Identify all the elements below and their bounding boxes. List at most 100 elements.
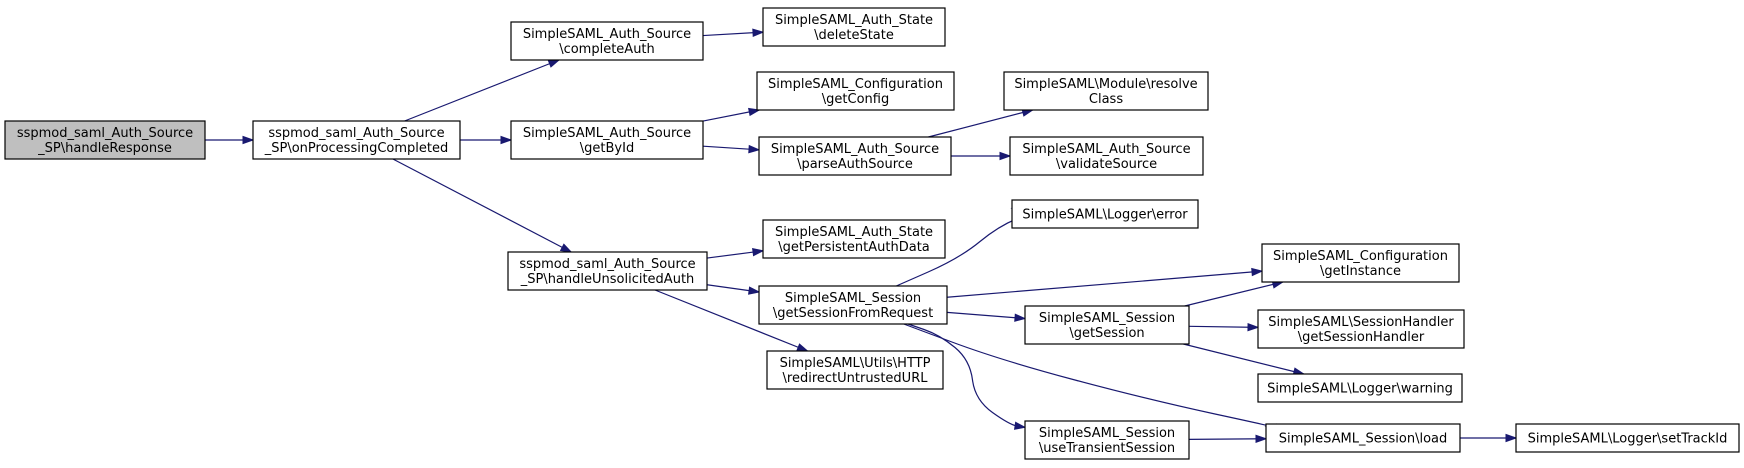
node-n15[interactable]: SimpleSAML_Session\useTransientSession xyxy=(1024,420,1190,460)
node-label-line: sspmod_saml_Auth_Source xyxy=(519,257,695,272)
node-label-line: \getConfig xyxy=(822,92,889,107)
edge-n9-n16 xyxy=(946,270,1263,298)
node-box[interactable] xyxy=(1261,243,1460,283)
node-n5[interactable]: SimpleSAML_Auth_State\deleteState xyxy=(762,7,946,47)
arrowhead-n2-n5 xyxy=(752,28,765,37)
node-box[interactable] xyxy=(1257,309,1465,349)
arrowhead-n4-n8 xyxy=(752,247,765,257)
node-label-line: \validateSource xyxy=(1056,157,1157,172)
node-label-line: \deleteState xyxy=(814,28,894,43)
node-n1[interactable]: sspmod_saml_Auth_Source_SP\onProcessingC… xyxy=(252,120,461,160)
node-n10[interactable]: SimpleSAML\Utils\HTTP\redirectUntrustedU… xyxy=(766,350,944,390)
node-box[interactable] xyxy=(4,120,206,160)
node-label-line: \parseAuthSource xyxy=(797,157,913,172)
node-n16[interactable]: SimpleSAML_Configuration\getInstance xyxy=(1261,243,1460,283)
node-box[interactable] xyxy=(756,71,955,111)
node-label-line: _SP\handleResponse xyxy=(37,141,172,156)
node-n8[interactable]: SimpleSAML_Auth_State\getPersistentAuthD… xyxy=(762,219,946,259)
arrowhead-n14-n17 xyxy=(1247,323,1260,332)
edge-n14-n18 xyxy=(1183,343,1304,375)
node-label-line: \getSession xyxy=(1069,326,1144,341)
node-n17[interactable]: SimpleSAML\SessionHandler\getSessionHand… xyxy=(1257,309,1465,349)
node-n4[interactable]: sspmod_saml_Auth_Source_SP\handleUnsolic… xyxy=(507,251,708,291)
node-box[interactable] xyxy=(1257,373,1463,403)
node-n12[interactable]: SimpleSAML_Auth_Source\validateSource xyxy=(1009,136,1204,176)
node-box[interactable] xyxy=(507,251,708,291)
node-label-line: SimpleSAML\Module\resolve xyxy=(1014,77,1197,92)
node-label-line: SimpleSAML_Auth_State xyxy=(775,13,933,28)
node-box[interactable] xyxy=(762,219,946,259)
node-n2[interactable]: SimpleSAML_Auth_Source\completeAuth xyxy=(510,21,704,61)
node-label-line: SimpleSAML_Configuration xyxy=(768,77,943,92)
node-n20[interactable]: SimpleSAML\Logger\setTrackId xyxy=(1515,423,1740,453)
edge-n4-n10 xyxy=(654,289,808,352)
node-label-line: SimpleSAML_Session xyxy=(1039,426,1175,441)
node-n0[interactable]: sspmod_saml_Auth_Source_SP\handleRespons… xyxy=(4,120,206,160)
node-label-line: \useTransientSession xyxy=(1039,441,1175,456)
node-label-line: SimpleSAML_Session xyxy=(1039,311,1175,326)
node-box[interactable] xyxy=(758,136,952,176)
node-label-line: \completeAuth xyxy=(559,42,655,57)
node-box[interactable] xyxy=(1024,305,1190,345)
node-label-line: _SP\onProcessingCompleted xyxy=(264,141,449,156)
arrowhead-n7-n12 xyxy=(999,151,1012,161)
node-box[interactable] xyxy=(1011,199,1199,229)
node-label-line: SimpleSAML_Session\load xyxy=(1279,432,1448,447)
arrowhead-n1-n3 xyxy=(500,135,513,145)
node-label-line: SimpleSAML\Logger\error xyxy=(1022,208,1188,223)
node-box[interactable] xyxy=(1265,423,1461,453)
node-label-line: \getSessionFromRequest xyxy=(773,306,933,321)
edge-n9-n19 xyxy=(903,323,1275,428)
arrowhead-n9-n14 xyxy=(1014,313,1027,322)
node-label-line: \getPersistentAuthData xyxy=(778,240,930,255)
node-label-line: Class xyxy=(1089,92,1123,107)
edges-layer xyxy=(205,28,1518,444)
node-label-line: SimpleSAML\Logger\setTrackId xyxy=(1528,432,1728,447)
node-box[interactable] xyxy=(1009,136,1204,176)
edge-n14-n17 xyxy=(1188,325,1259,328)
node-box[interactable] xyxy=(1003,71,1209,111)
arrowhead-n9-n16 xyxy=(1251,267,1264,277)
node-label-line: SimpleSAML_Auth_Source xyxy=(1022,142,1190,157)
node-label-line: SimpleSAML_Auth_Source xyxy=(523,126,691,141)
node-n13[interactable]: SimpleSAML\Logger\error xyxy=(1011,199,1199,229)
node-label-line: \getById xyxy=(580,141,634,156)
node-box[interactable] xyxy=(510,120,704,160)
arrowhead-n9-n15 xyxy=(1013,421,1027,430)
node-box[interactable] xyxy=(758,285,948,325)
node-n7[interactable]: SimpleSAML_Auth_Source\parseAuthSource xyxy=(758,136,952,176)
node-box[interactable] xyxy=(252,120,461,160)
node-n3[interactable]: SimpleSAML_Auth_Source\getById xyxy=(510,120,704,160)
node-label-line: SimpleSAML\Logger\warning xyxy=(1267,382,1453,397)
edge-n7-n11 xyxy=(928,109,1033,138)
node-n9[interactable]: SimpleSAML_Session\getSessionFromRequest xyxy=(758,285,948,325)
node-n18[interactable]: SimpleSAML\Logger\warning xyxy=(1257,373,1463,403)
node-label-line: \getSessionHandler xyxy=(1298,330,1425,345)
node-box[interactable] xyxy=(762,7,946,47)
edge-n9-n15 xyxy=(907,323,1026,428)
nodes-layer: sspmod_saml_Auth_Source_SP\handleRespons… xyxy=(4,7,1740,460)
node-n6[interactable]: SimpleSAML_Configuration\getConfig xyxy=(756,71,955,111)
arrowhead-n0-n1 xyxy=(242,135,255,145)
node-box[interactable] xyxy=(1515,423,1740,453)
node-box[interactable] xyxy=(766,350,944,390)
arrowhead-n4-n10 xyxy=(796,343,809,352)
node-label-line: _SP\handleUnsolicitedAuth xyxy=(520,272,695,287)
arrowhead-n3-n7 xyxy=(748,144,761,154)
edge-n14-n16 xyxy=(1184,281,1283,307)
edge-n1-n4 xyxy=(392,158,572,253)
node-n19[interactable]: SimpleSAML_Session\load xyxy=(1265,423,1461,453)
node-box[interactable] xyxy=(1024,420,1190,460)
node-label-line: \getInstance xyxy=(1320,264,1401,279)
arrowhead-n19-n20 xyxy=(1505,433,1518,443)
node-label-line: SimpleSAML_Auth_Source xyxy=(771,142,939,157)
node-label-line: SimpleSAML\Utils\HTTP xyxy=(780,356,931,371)
node-box[interactable] xyxy=(510,21,704,61)
node-label-line: \redirectUntrustedURL xyxy=(783,371,929,386)
edge-n9-n14 xyxy=(946,311,1026,320)
edge-n1-n2 xyxy=(404,59,560,122)
node-n14[interactable]: SimpleSAML_Session\getSession xyxy=(1024,305,1190,345)
node-label-line: sspmod_saml_Auth_Source xyxy=(17,126,193,141)
